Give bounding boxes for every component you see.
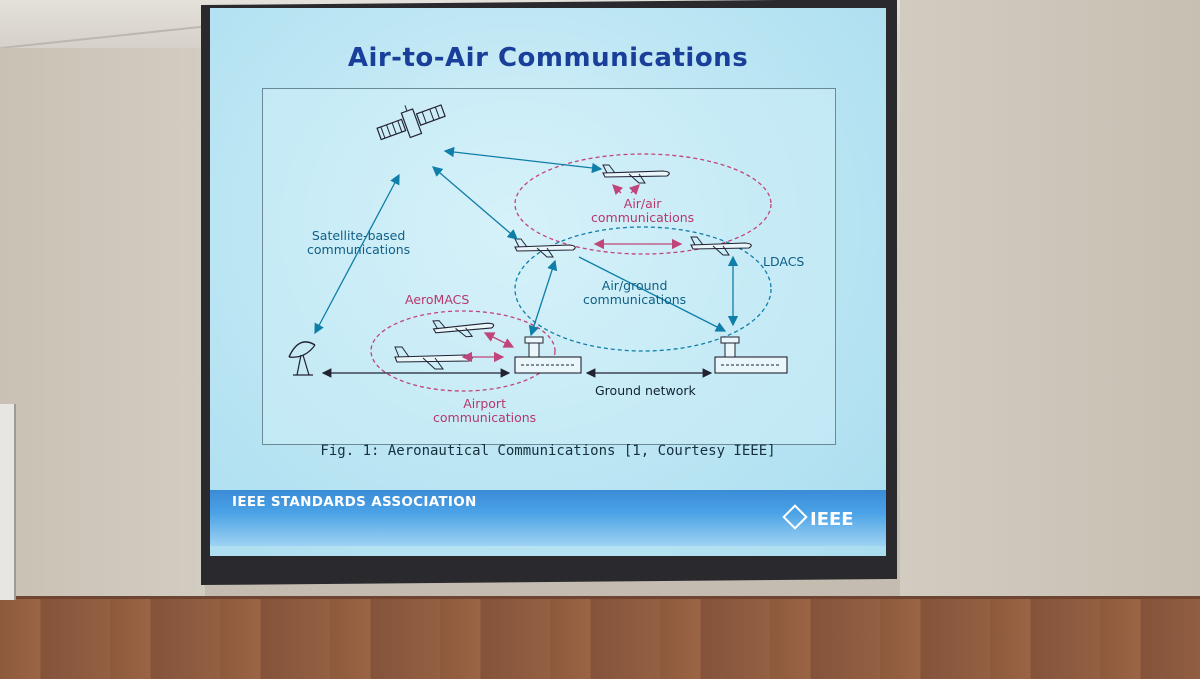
aeronautical-diagram: Satellite-based communications Air/air c… [262, 88, 836, 445]
label-airport: Airport communications [433, 396, 537, 425]
arrow-plane-tower-left [528, 259, 558, 337]
air-air-zone [514, 153, 772, 255]
arrow-sat-antenna [314, 173, 400, 335]
figure-caption: Fig. 1: Aeronautical Communications [1, … [320, 443, 776, 459]
control-tower-icon [514, 336, 582, 374]
ieee-logo: IEEE [782, 504, 854, 530]
airplane-icon [514, 238, 576, 258]
diagram-svg [288, 104, 788, 392]
arrow-air-air-up-right [628, 184, 640, 196]
airplane-icon [602, 164, 670, 184]
arrow-plane-to-tower [578, 256, 727, 332]
footer-band [210, 490, 886, 546]
projector-screen: Air-to-Air Communications [210, 8, 886, 556]
airplane-icon [432, 320, 495, 338]
slide-title: Air-to-Air Communications [347, 43, 749, 73]
arrow-airport-b [483, 332, 515, 348]
label-aeromacs: AeroMACS [405, 292, 470, 307]
airplane-icon [394, 346, 473, 370]
ieee-diamond-icon [782, 504, 808, 530]
label-ldacs: LDACS [763, 254, 805, 269]
control-tower-icon [714, 336, 788, 374]
satellite-icon [376, 104, 446, 141]
air-ground-zone [514, 226, 772, 352]
airplane-icon [690, 236, 752, 256]
ground-antenna-icon [288, 341, 316, 376]
arrow-sat-plane-mid [432, 166, 518, 240]
label-air-ground: Air/ground communications [583, 278, 687, 307]
ieee-logo-text: IEEE [810, 509, 854, 530]
label-satellite-based: Satellite-based communications [307, 228, 411, 257]
whiteboard-edge [0, 404, 16, 600]
arrow-sat-plane-top [443, 146, 603, 174]
airport-zone [370, 310, 556, 392]
label-air-air: Air/air communications [591, 196, 695, 225]
footer-ieee-sa: IEEE STANDARDS ASSOCIATION [232, 494, 477, 510]
left-wall [0, 48, 205, 598]
arrow-air-air-up-left [612, 184, 624, 196]
right-wall [900, 0, 1200, 600]
wood-paneling [0, 596, 1200, 679]
label-ground-network: Ground network [595, 383, 696, 398]
